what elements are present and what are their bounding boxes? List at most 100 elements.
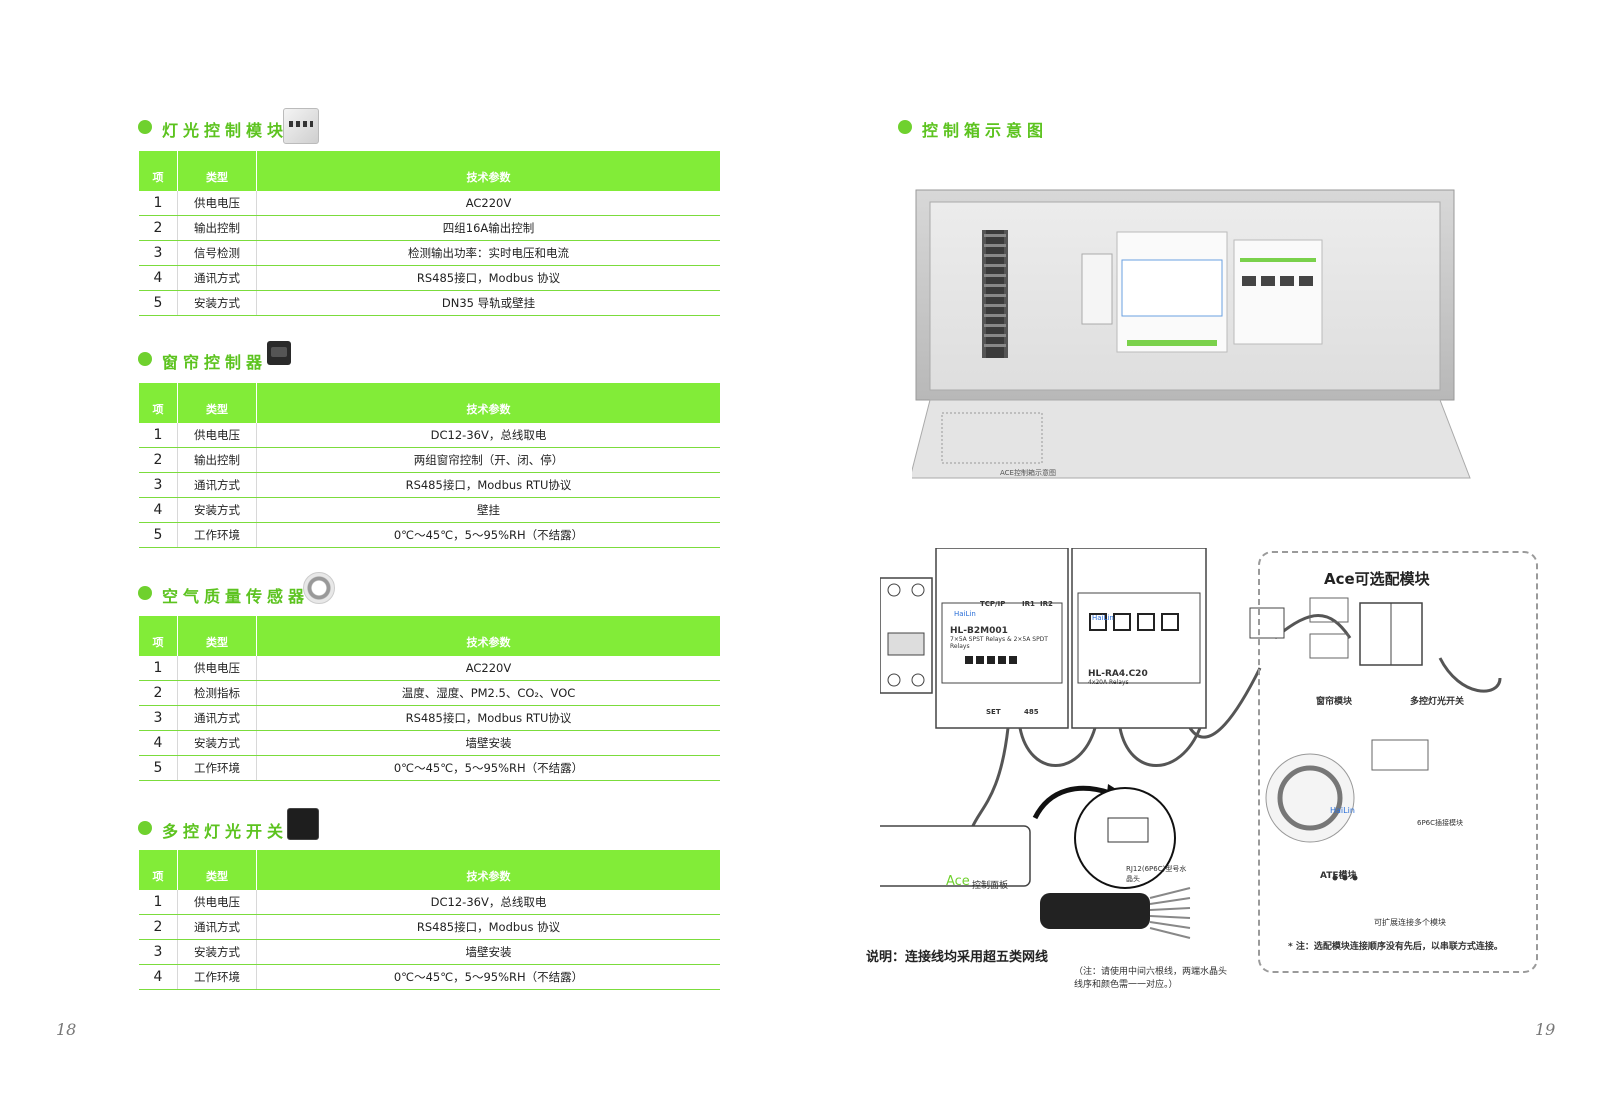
- section-bullet-icon: [138, 352, 152, 366]
- col-header-type: 类型: [177, 151, 257, 191]
- row-number: 1: [139, 656, 178, 681]
- row-number: 2: [139, 447, 178, 473]
- ace-modules-title: Ace可选配模块: [1324, 570, 1430, 588]
- module1-desc: 7×5A SPST Relays & 2×5A SPDT Relays: [950, 636, 1048, 650]
- row-type: 安装方式: [177, 939, 257, 965]
- page-number-right: 19: [1535, 1020, 1556, 1039]
- row-param: DC12-36V，总线取电: [256, 423, 720, 448]
- row-type: 通讯方式: [177, 914, 257, 940]
- more-modules-label: 可扩展连接多个模块: [1374, 918, 1446, 927]
- row-number: 4: [139, 265, 178, 291]
- row-type: 安装方式: [177, 730, 257, 756]
- curtain-module-label: 窗帘模块: [1316, 697, 1353, 707]
- row-param: 检测输出功率：实时电压和电流: [256, 240, 720, 266]
- section-bullet-icon: [138, 120, 152, 134]
- col-header-param: 技术参数: [256, 151, 720, 191]
- section-title: 灯光控制模块: [162, 121, 289, 140]
- cable-sub-note: （注：请使用中间六根线，两端水晶头线序和颜色需一一对应。）: [1074, 967, 1228, 990]
- row-number: 4: [139, 964, 178, 990]
- row-type: 通讯方式: [177, 265, 257, 291]
- row-param: RS485接口，Modbus RTU协议: [256, 705, 720, 731]
- col-header-param: 技术参数: [256, 616, 720, 656]
- row-type: 工作环境: [177, 964, 257, 990]
- row-number: 3: [139, 939, 178, 965]
- row-param: AC220V: [256, 191, 720, 216]
- ate-module-label: ATE模块: [1320, 871, 1357, 881]
- ace-panel-text: 控制面板: [972, 881, 1009, 891]
- ace-panel-brand: Ace: [946, 874, 970, 889]
- row-type: 通讯方式: [177, 472, 257, 498]
- section-bullet-icon: [138, 821, 152, 835]
- row-number: 1: [139, 191, 178, 216]
- row-type: 供电电压: [177, 423, 257, 448]
- col-header-param: 技术参数: [256, 383, 720, 423]
- row-number: 3: [139, 472, 178, 498]
- module1-model: HL-B2M001: [950, 626, 1008, 636]
- order-note: * 注：选配模块连接顺序没有先后，以串联方式连接。: [1288, 942, 1503, 952]
- col-header-num: 项: [139, 383, 178, 423]
- module2-brand: HaiLin: [1092, 614, 1114, 622]
- rj12-label: RJ12(6P6C)型号水晶头: [1126, 865, 1187, 883]
- row-number: 4: [139, 497, 178, 523]
- control-box-diagram: [912, 189, 1471, 479]
- section-title: 控制箱示意图: [922, 121, 1049, 140]
- row-type: 工作环境: [177, 755, 257, 781]
- row-type: 供电电压: [177, 890, 257, 915]
- sensor-brand: HaiLin: [1330, 806, 1355, 815]
- row-param: 两组窗帘控制（开、闭、停）: [256, 447, 720, 473]
- module1-set: SET: [986, 708, 1001, 716]
- row-type: 安装方式: [177, 497, 257, 523]
- lighting-module-image: [283, 108, 319, 144]
- page-number-left: 18: [56, 1020, 77, 1039]
- row-param: DC12-36V，总线取电: [256, 890, 720, 915]
- optional-modules-box: [1258, 551, 1538, 973]
- row-param: DN35 导轨或壁挂: [256, 290, 720, 316]
- row-type: 工作环境: [177, 522, 257, 548]
- row-type: 供电电压: [177, 191, 257, 216]
- module1-ir2: IR2: [1040, 600, 1053, 608]
- col-header-param: 技术参数: [256, 850, 720, 890]
- row-type: 输出控制: [177, 215, 257, 241]
- row-number: 5: [139, 522, 178, 548]
- row-type: 供电电压: [177, 656, 257, 681]
- row-number: 2: [139, 215, 178, 241]
- box-label: ACE控制箱示意图: [1000, 469, 1056, 477]
- row-param: RS485接口，Modbus RTU协议: [256, 472, 720, 498]
- row-number: 3: [139, 240, 178, 266]
- wiring-diagram: [880, 548, 1502, 939]
- curtain-controller-image: [267, 341, 291, 365]
- row-number: 1: [139, 890, 178, 915]
- module1-tcp: TCP/IP: [980, 600, 1006, 608]
- multi-switch-label: 多控灯光开关: [1410, 697, 1465, 707]
- col-header-type: 类型: [177, 383, 257, 423]
- row-param: 0℃～45℃，5～95%RH（不结露）: [256, 964, 720, 990]
- row-param: 0℃～45℃，5～95%RH（不结露）: [256, 522, 720, 548]
- col-header-type: 类型: [177, 850, 257, 890]
- row-number: 5: [139, 755, 178, 781]
- air-sensor-image: [303, 572, 335, 604]
- row-param: 墙壁安装: [256, 730, 720, 756]
- plug-module-label: 6P6C插接模块: [1417, 819, 1464, 827]
- row-number: 4: [139, 730, 178, 756]
- row-param: RS485接口，Modbus 协议: [256, 265, 720, 291]
- module2-model: HL-RA4.C20: [1088, 669, 1148, 679]
- row-type: 信号检测: [177, 240, 257, 266]
- row-param: 0℃～45℃，5～95%RH（不结露）: [256, 755, 720, 781]
- section-title: 窗帘控制器: [162, 353, 268, 372]
- row-param: 墙壁安装: [256, 939, 720, 965]
